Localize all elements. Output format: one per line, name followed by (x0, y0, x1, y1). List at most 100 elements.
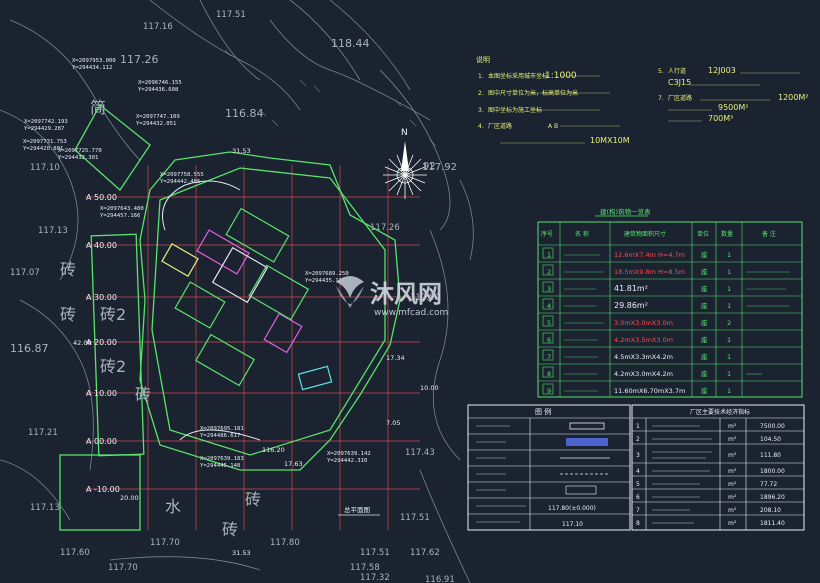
watermark: 沐风网 www.mfcad.com (336, 276, 448, 318)
elevation-label: 117.62 (410, 548, 440, 558)
coordinate-label: Y=294486.617 (200, 433, 240, 439)
table-cell: 座 (701, 267, 708, 276)
elevation-label: 117.43 (405, 448, 435, 458)
elevation-label: 117.21 (28, 428, 58, 438)
elevation-label: 117.07 (10, 268, 40, 278)
coordinate-label: X=2097725.770 (58, 148, 102, 154)
dimension-label: 31.53 (232, 549, 251, 557)
table-cell: 6 (547, 336, 551, 344)
structure-name-scribble (564, 254, 790, 392)
table-header: 序号 (541, 230, 553, 238)
elevation-label: 116.84 (225, 107, 264, 120)
coordinate-label: Y=294442.485 (160, 179, 200, 185)
elevation-label: 117.70 (150, 538, 180, 548)
table-cell: 2 (727, 319, 731, 327)
table-cell: m² (728, 436, 737, 443)
table-cell: 座 (701, 284, 708, 293)
elevation-label: 117.51 (400, 513, 430, 523)
table-header: 建筑物面积尺寸 (624, 230, 666, 238)
table-cell: 77.72 (760, 481, 777, 488)
elevation-label: 116.91 (425, 575, 455, 583)
table-header: 数量 (721, 230, 733, 238)
elevation-label: 117.70 (108, 563, 138, 573)
site-indicator-table: 厂区主要技术经济指标 1 m² 7500.00 2 m² 104.50 3 m²… (631, 404, 805, 531)
table-cell: 3 (547, 285, 551, 293)
coordinate-label: Y=294445.148 (200, 463, 241, 469)
coordinate-labels: X=2097953.000 Y=294434.112 X=2096746.155… (23, 58, 371, 469)
map-char-label: 砖2 (100, 305, 126, 324)
elevation-label: 117.51 (360, 548, 390, 558)
note-text: 厂区道路 (488, 122, 512, 130)
table-cell: 1 (727, 336, 731, 344)
note-text: 本图坐标采用城市坐标 (488, 72, 548, 80)
note-text: 厂区道路 (668, 94, 692, 102)
table-cell: 8 (547, 370, 551, 378)
table-cell: 1 (727, 302, 731, 310)
table-cell: 1 (727, 370, 731, 378)
legend-value: 117.80(±0.000) (548, 505, 596, 512)
notes-text-scribble (500, 72, 800, 144)
table-cell: 2 (636, 436, 640, 443)
coordinate-label: Y=294429.287 (24, 126, 64, 132)
table-cell: 41.81m² (614, 284, 648, 293)
table-cell: m² (728, 452, 737, 459)
map-char-label: 砖 (222, 520, 238, 539)
table-cell: 1811.40 (760, 520, 785, 527)
dimension-labels: 31.53 31.53 20.00 42.00 10.00 7.05 17.63… (73, 147, 439, 557)
table-cell: 座 (701, 301, 708, 310)
coordinate-label: Y=294434.112 (72, 65, 112, 71)
watermark-url: www.mfcad.com (374, 308, 448, 318)
buildings (161, 207, 333, 391)
axis-label: A 30.00 (86, 293, 117, 302)
coordinate-label: X=2097731.753 (23, 139, 67, 145)
table-cell: 7 (636, 507, 640, 514)
coordinate-label: X=2096746.155 (138, 80, 182, 86)
table-cell: 3 (636, 452, 640, 459)
structure-table-title: 建(构)筑物一览表 (600, 207, 651, 216)
notes-block: 说明 1. 本图坐标采用城市坐标 1:1000 2. 图中尺寸单位为米，标高单位… (476, 55, 808, 145)
compass-rose: N 92 (383, 128, 436, 199)
table-cell: 104.50 (760, 436, 781, 443)
coordinate-label: X=2097689.250 (305, 271, 349, 277)
coordinate-label: Y=294436.608 (138, 87, 179, 93)
elevation-label: 117.51 (216, 10, 246, 20)
elevation-label: 117.26 (370, 223, 400, 233)
note-number: 5. (658, 68, 664, 75)
table-cell: 29.86m² (614, 301, 648, 310)
map-char-label: 砖 (245, 490, 261, 509)
elevation-label: 117.32 (360, 573, 390, 583)
note-value: C3J15 (668, 78, 691, 87)
elevation-label: 117.60 (60, 548, 90, 558)
map-char-label: 水 (165, 497, 181, 516)
north-label: N (401, 128, 408, 138)
elevation-label: 117.13 (38, 226, 68, 236)
table-header: 名 称 (575, 230, 589, 238)
legend-name-scribble (476, 425, 526, 523)
legend-table: 图 例 117.80(±0.000) 117.10 (467, 404, 631, 531)
note-text: 人行道 (668, 67, 686, 75)
table-cell: 208.10 (760, 507, 781, 514)
note-value: 1200M² (778, 93, 808, 102)
table-cell: 1 (727, 353, 731, 361)
table-cell: 4.5mX3.3mX4.2m (614, 353, 673, 361)
note-number: 1. (478, 73, 484, 80)
elevation-label: 117.16 (143, 22, 173, 32)
table-cell: 座 (701, 386, 708, 395)
coordinate-label: X=2097742.193 (24, 119, 68, 125)
note-number: 2. (478, 90, 484, 97)
note-value: 10MX10M (590, 136, 630, 145)
note-value: A B (548, 123, 558, 130)
dimension-label: 17.34 (386, 354, 405, 362)
note-value: 700M³ (708, 114, 733, 123)
axis-label: A 40.00 (86, 241, 117, 250)
table-cell: 9 (547, 387, 551, 395)
coordinate-label: X=2097639.183 (200, 456, 244, 462)
coordinate-label: X=2097639.142 (327, 451, 371, 457)
coordinate-label: X=2097758.555 (160, 172, 204, 178)
axis-labels: A 50.00 A 40.00 A 30.00 A 20.00 A 10.00 … (86, 193, 120, 494)
dimension-label: 10.00 (420, 384, 439, 392)
coordinate-label: X=2097747.109 (136, 114, 180, 120)
site-name-scribble (652, 425, 712, 524)
table-cell: 18.5mX9.8m H=8.5m (614, 268, 685, 276)
coordinate-label: Y=294420.801 (23, 146, 63, 152)
